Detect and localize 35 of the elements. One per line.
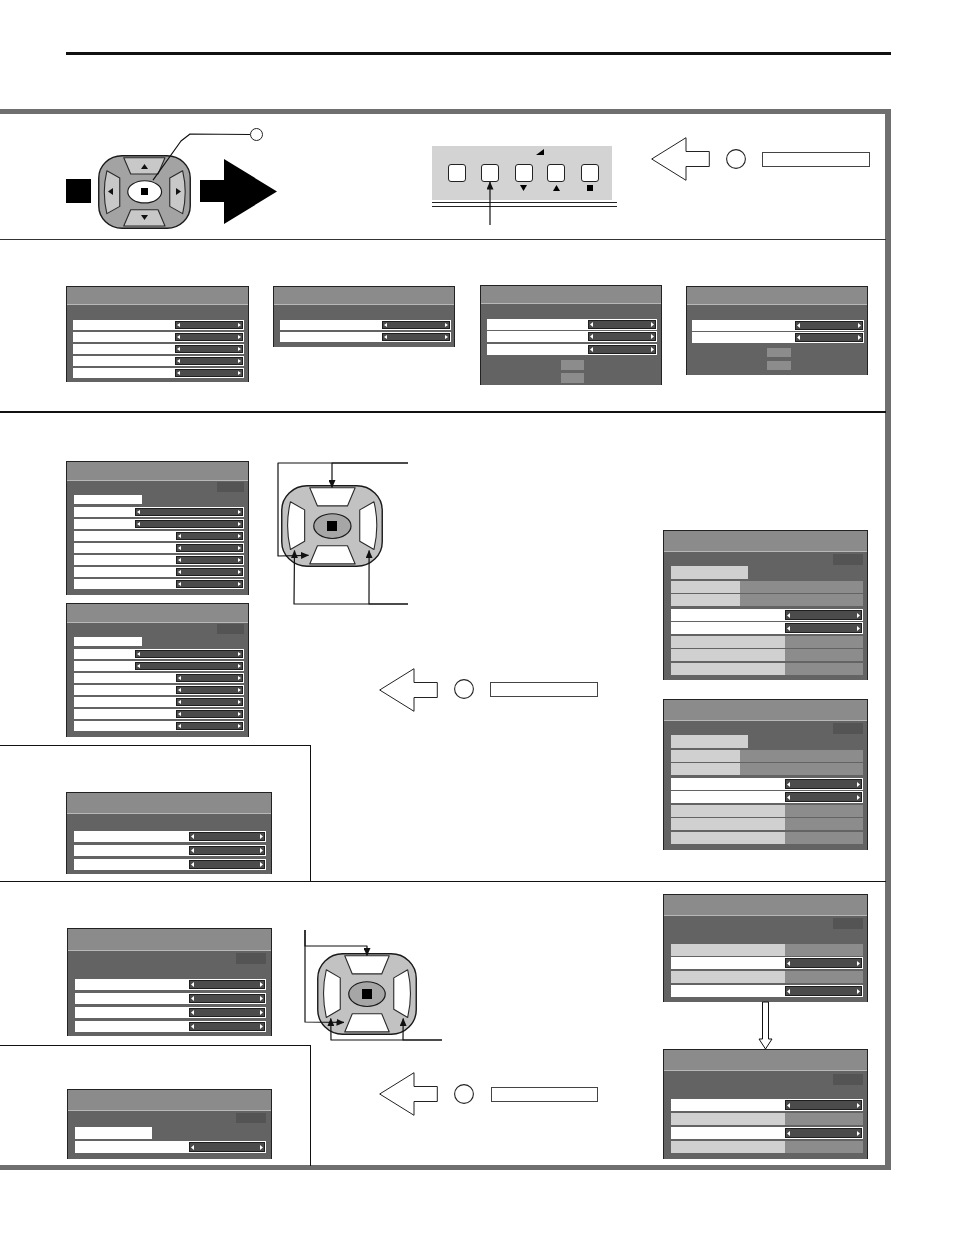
menu-screen-drawing <box>663 530 868 680</box>
right-button <box>393 969 414 1019</box>
center-button <box>126 180 163 204</box>
menu-screen-drawing <box>663 894 868 1002</box>
leader-line <box>304 929 345 1026</box>
left-button <box>284 501 306 551</box>
panel-button <box>448 164 466 182</box>
leader-line <box>152 133 251 181</box>
leader-line <box>365 550 409 605</box>
panel-button <box>515 164 533 182</box>
menu-screen-drawing <box>663 1049 868 1159</box>
menu-screen-drawing <box>66 603 249 737</box>
panel-button <box>581 164 599 182</box>
menu-screen-drawing <box>686 286 868 375</box>
direction-pad <box>317 953 417 1035</box>
direction-pad <box>281 485 383 567</box>
right-button <box>358 501 380 551</box>
left-button <box>320 969 341 1019</box>
control-panel <box>432 146 612 200</box>
menu-screen-drawing <box>67 928 272 1036</box>
leader-line <box>277 462 409 559</box>
menu-screen-drawing <box>66 792 272 874</box>
menu-screen-drawing <box>67 1089 272 1159</box>
direction-pad <box>98 155 191 229</box>
leader-line <box>486 181 494 226</box>
callout-circle <box>250 128 263 141</box>
leader-line <box>399 1018 443 1041</box>
panel-button <box>481 164 499 182</box>
menu-screen-drawing <box>273 286 455 347</box>
menu-screen-drawing <box>66 286 249 382</box>
menu-screen-drawing <box>480 285 662 385</box>
arrow <box>758 1001 773 1050</box>
panel-button <box>547 164 565 182</box>
menu-screen-drawing <box>66 461 249 595</box>
menu-screen-drawing <box>663 699 868 850</box>
